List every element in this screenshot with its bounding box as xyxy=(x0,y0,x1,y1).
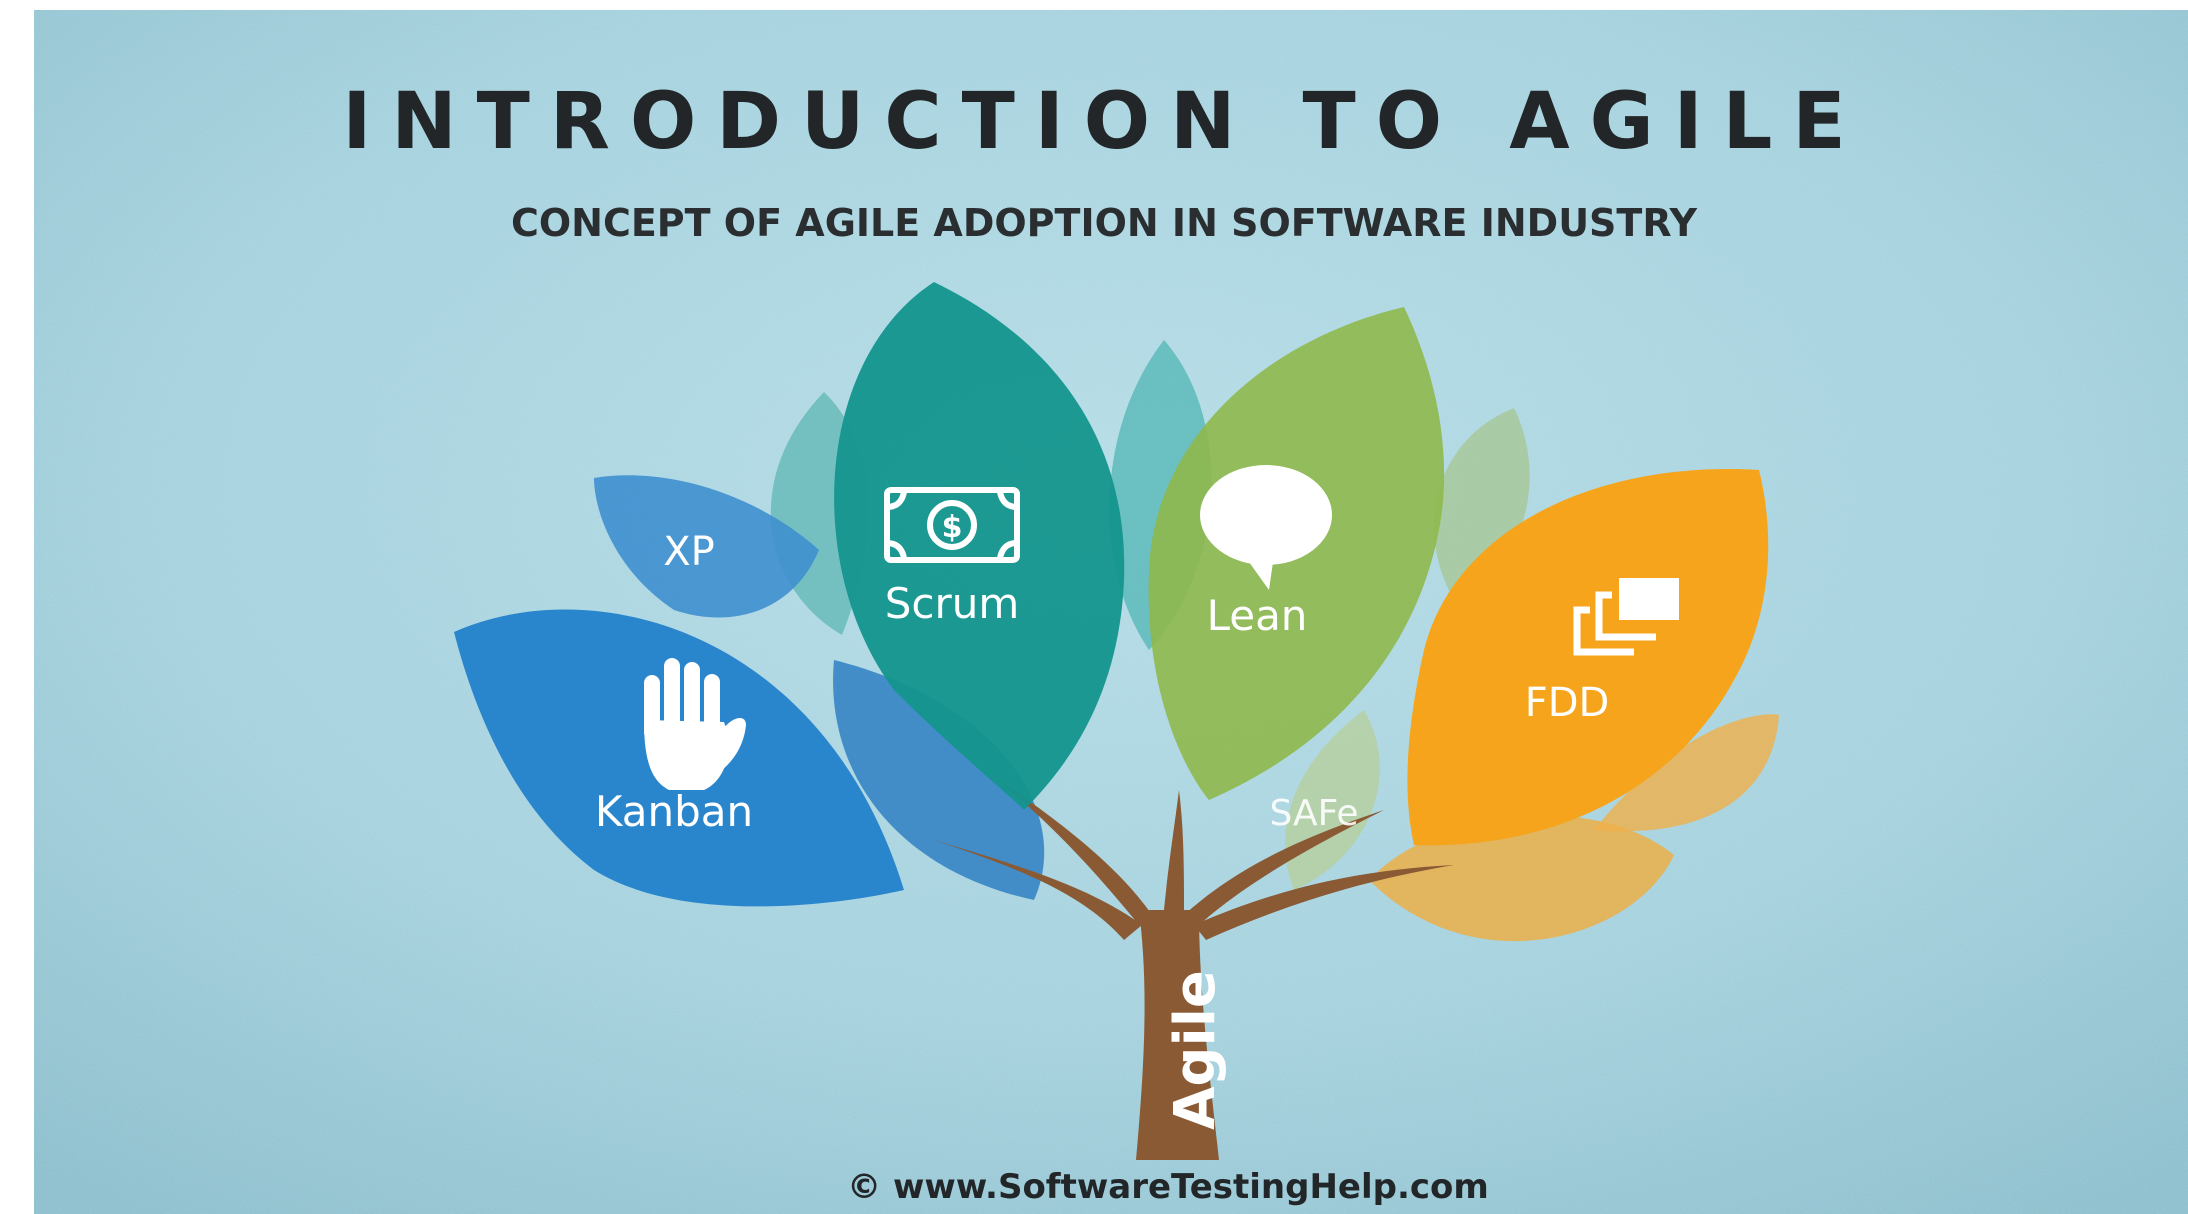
leaf-xp xyxy=(594,475,819,618)
svg-text:$: $ xyxy=(942,510,963,545)
leaf-fdd xyxy=(1407,469,1769,846)
copyright-credit: © www.SoftwareTestingHelp.com xyxy=(847,1167,1489,1207)
leaf-scrum xyxy=(834,282,1125,810)
leaf-label-kanban: Kanban xyxy=(595,787,753,836)
page-title: INTRODUCTION TO AGILE xyxy=(342,77,1865,167)
leaf-label-xp: XP xyxy=(663,529,715,575)
trunk-label-agile: Agile xyxy=(1163,970,1228,1130)
page-subtitle: CONCEPT OF AGILE ADOPTION IN SOFTWARE IN… xyxy=(511,201,1698,245)
leaf-back-orange-lower xyxy=(1369,815,1674,942)
agile-trunk xyxy=(934,770,1454,1160)
money-bill-icon: $ xyxy=(884,487,1020,563)
agile-infographic: INTRODUCTION TO AGILE CONCEPT OF AGILE A… xyxy=(34,10,2188,1214)
leaf-label-safe: SAFe xyxy=(1269,793,1358,834)
leaf-label-fdd: FDD xyxy=(1525,680,1610,726)
leaf-back-orange-right xyxy=(1594,714,1779,832)
leaf-back-blue-lower xyxy=(833,660,1045,900)
agile-tree-diagram: INTRODUCTION TO AGILE CONCEPT OF AGILE A… xyxy=(34,10,2188,1214)
speech-bubble-icon xyxy=(1200,465,1332,590)
leaf-label-scrum: Scrum xyxy=(885,579,1020,628)
leaf-label-lean: Lean xyxy=(1207,591,1308,640)
raised-hand-icon xyxy=(644,658,746,790)
stacked-layers-icon xyxy=(1573,578,1679,656)
